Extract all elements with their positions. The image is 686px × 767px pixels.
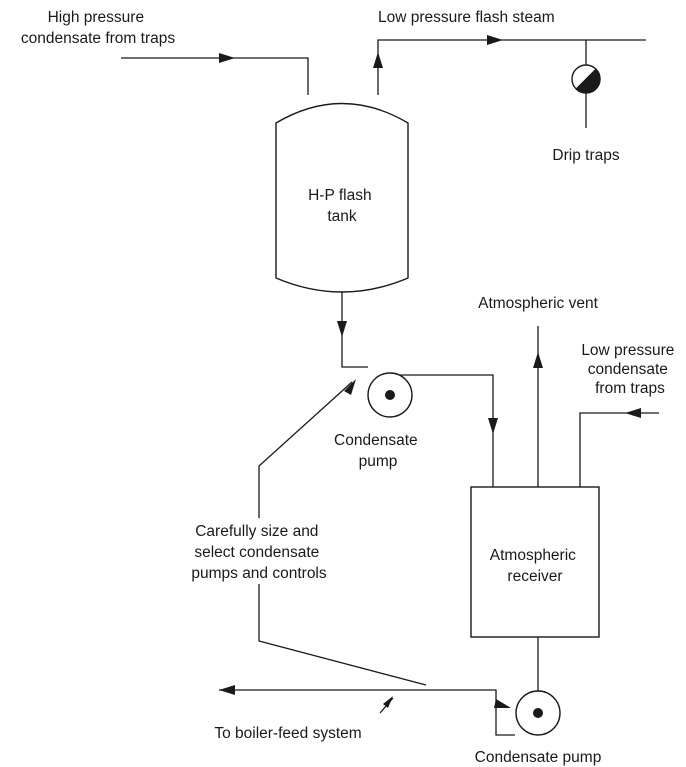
note-callout-upper-arrow <box>344 379 356 395</box>
hp-flash-tank-label: H-P flash tank <box>308 187 376 225</box>
flash-steam-up-arrow <box>373 52 383 68</box>
boiler-feed-left-arrow <box>219 685 235 695</box>
hp-flash-tank <box>275 102 409 293</box>
lp-condensate-label: Low pressure condensate from traps <box>581 342 678 397</box>
condensate-pump-upper-icon <box>367 372 413 418</box>
atmospheric-receiver-label-line1: Atmospheric <box>490 547 576 564</box>
atmospheric-receiver-label: Atmospheric receiver <box>490 547 580 585</box>
arrowheads <box>219 35 641 708</box>
drip-trap-icon <box>571 64 601 94</box>
condensate-pump-lower-label: Condensate pump <box>475 749 602 766</box>
lp-condensate-inlet-pipe <box>579 412 659 487</box>
boiler-feed-pipe <box>219 689 515 736</box>
note-callout-upper <box>258 381 353 518</box>
pump-sizing-note-line2: select condensate <box>194 544 319 561</box>
vent-up-arrow <box>533 352 543 368</box>
flash-tank-drain-pipe <box>341 289 368 368</box>
hp-condensate-label-line2: condensate from traps <box>21 30 175 47</box>
receiver-feed-down-arrow <box>488 418 498 434</box>
flash-steam-right-arrow <box>487 35 503 45</box>
drip-traps-label: Drip traps <box>552 147 619 164</box>
condensate-pump-upper-label-line1: Condensate <box>334 432 418 449</box>
upper-pump-discharge-pipe <box>390 374 494 487</box>
hp-condensate-inlet-pipe <box>121 57 309 95</box>
lp-inlet-left-arrow <box>625 408 641 418</box>
lp-condensate-label-line2: condensate <box>588 361 668 378</box>
lp-flash-steam-pipe <box>377 39 646 95</box>
condensate-pump-lower-icon <box>515 690 561 736</box>
pump-sizing-note-line3: pumps and controls <box>191 565 327 582</box>
tank-drain-down-arrow <box>337 321 347 337</box>
pump-sizing-note: Carefully size and select condensate pum… <box>191 523 327 582</box>
condensate-pump-upper-label-line2: pump <box>359 453 398 470</box>
condensate-pump-upper-label: Condensate pump <box>334 432 422 470</box>
hp-inlet-arrow <box>219 53 235 63</box>
atmospheric-vent-label: Atmospheric vent <box>478 295 598 312</box>
hp-flash-tank-label-line1: H-P flash <box>308 187 371 204</box>
lp-flash-steam-label: Low pressure flash steam <box>378 9 555 26</box>
lp-condensate-label-line1: Low pressure <box>581 342 674 359</box>
boiler-feed-pointer-arrow <box>383 696 393 708</box>
boiler-feed-label: To boiler-feed system <box>214 725 361 742</box>
hp-condensate-label-line1: High pressure <box>48 9 145 26</box>
note-callout-lower-arrow <box>494 699 511 708</box>
atmospheric-receiver <box>470 486 600 638</box>
pump-sizing-note-line1: Carefully size and <box>195 523 318 540</box>
hp-flash-tank-label-line2: tank <box>327 208 357 225</box>
lp-condensate-label-line3: from traps <box>595 380 665 397</box>
note-callout-lower <box>258 584 427 686</box>
hp-condensate-label: High pressure condensate from traps <box>21 9 175 47</box>
atmospheric-receiver-label-line2: receiver <box>507 568 562 585</box>
